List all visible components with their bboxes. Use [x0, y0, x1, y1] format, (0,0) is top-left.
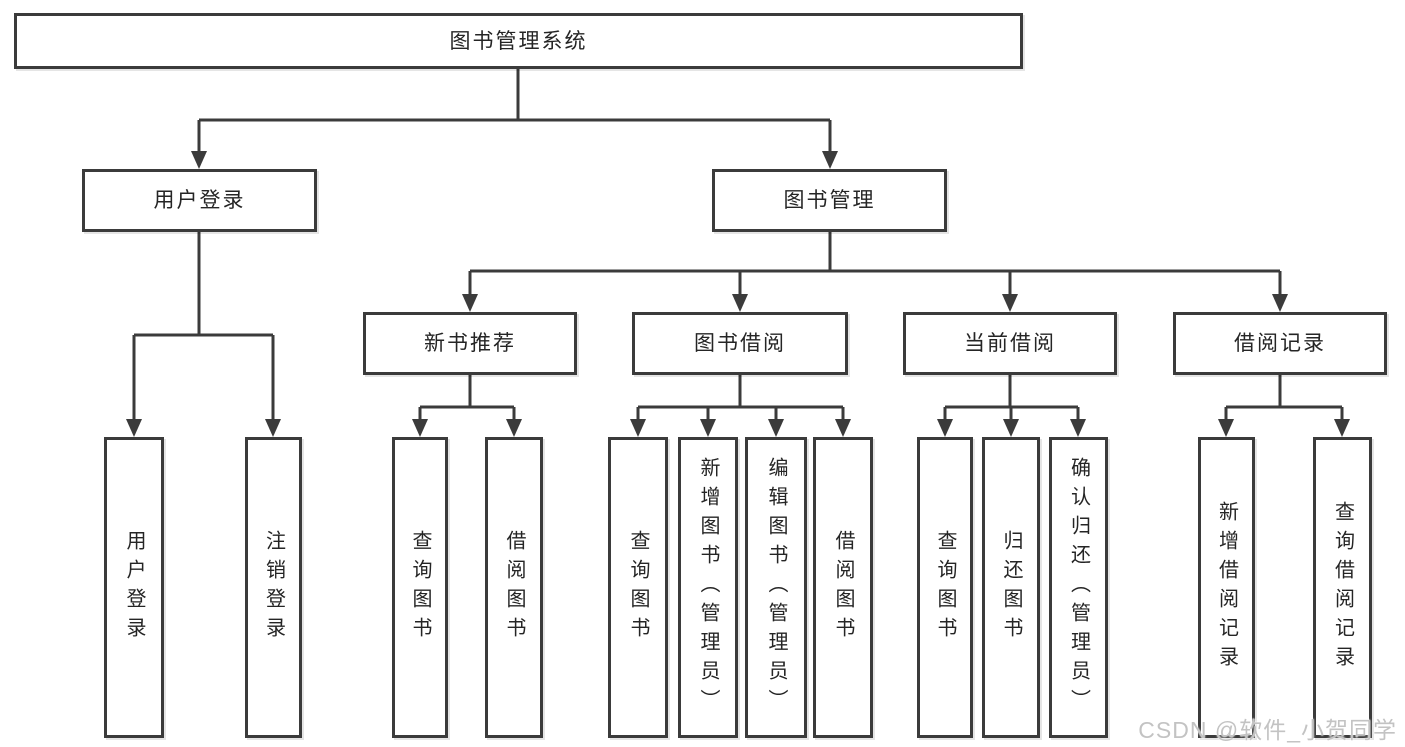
arrowhead: [191, 151, 207, 169]
node-label: 编辑图书（管理员）: [765, 457, 787, 718]
node-label: 用户登录: [153, 189, 246, 212]
arrowheads: [126, 151, 1350, 437]
connector-root-to-level2: [197, 68, 832, 152]
connector-manage-to-level3: [468, 231, 1282, 295]
arrowhead: [462, 294, 478, 312]
leaf-edit-books-admin: 编辑图书（管理员）: [745, 437, 807, 738]
csdn-watermark: CSDN @软件_小贺同学: [1138, 717, 1397, 743]
connector-borrow-group: [636, 374, 845, 420]
leaf-logout: 注销登录: [245, 437, 302, 738]
arrowhead: [1002, 294, 1018, 312]
node-library-management-system: 图书管理系统: [14, 13, 1023, 69]
node-label: 图书借阅: [694, 332, 786, 355]
arrowhead: [506, 419, 522, 437]
leaf-query-books-recommend: 查询图书: [392, 437, 448, 738]
node-label: 查询图书: [409, 529, 431, 646]
node-label: 借阅图书: [503, 529, 525, 646]
arrowhead: [822, 151, 838, 169]
node-label: 借阅记录: [1234, 332, 1326, 355]
arrowhead: [126, 419, 142, 437]
leaf-add-borrow-record: 新增借阅记录: [1198, 437, 1255, 738]
arrowhead: [700, 419, 716, 437]
node-current-borrowing: 当前借阅: [903, 312, 1117, 375]
node-label: 确认归还（管理员）: [1067, 457, 1090, 718]
connector-login-group: [132, 231, 275, 420]
arrowhead: [1272, 294, 1288, 312]
node-label: 借阅图书: [832, 529, 854, 646]
leaf-query-books-borrow: 查询图书: [608, 437, 668, 738]
arrowhead: [265, 419, 281, 437]
node-label: 当前借阅: [964, 332, 1056, 355]
arrowhead: [412, 419, 428, 437]
leaf-add-books-admin: 新增图书（管理员）: [678, 437, 738, 738]
node-label: 归还图书: [1000, 529, 1022, 646]
node-borrowing-records: 借阅记录: [1173, 312, 1387, 375]
arrowhead: [1218, 419, 1234, 437]
leaf-user-login: 用户登录: [104, 437, 164, 738]
arrowhead: [1003, 419, 1019, 437]
arrowhead: [1070, 419, 1086, 437]
leaf-borrow-books: 借阅图书: [813, 437, 873, 738]
node-label: 注销登录: [262, 529, 285, 646]
arrowhead: [768, 419, 784, 437]
node-label: 新书推荐: [424, 332, 516, 355]
connector-recommend-group: [418, 374, 516, 420]
node-label: 图书管理: [783, 189, 876, 212]
arrowhead: [937, 419, 953, 437]
node-label: 用户登录: [123, 529, 145, 646]
arrowhead: [630, 419, 646, 437]
arrowhead: [1334, 419, 1350, 437]
leaf-query-borrow-record: 查询借阅记录: [1313, 437, 1372, 738]
node-label: 图书管理系统: [449, 29, 588, 53]
node-label: 查询图书: [934, 529, 956, 646]
arrowhead: [732, 294, 748, 312]
node-label: 查询图书: [627, 529, 649, 646]
node-new-book-recommend: 新书推荐: [363, 312, 577, 375]
leaf-query-books-current: 查询图书: [917, 437, 973, 738]
node-book-borrowing: 图书借阅: [632, 312, 848, 375]
node-user-login: 用户登录: [82, 169, 317, 232]
arrowhead: [835, 419, 851, 437]
leaf-return-books: 归还图书: [982, 437, 1040, 738]
connector-current-group: [943, 374, 1080, 420]
leaf-confirm-return-admin: 确认归还（管理员）: [1049, 437, 1108, 738]
leaf-borrow-books-recommend: 借阅图书: [485, 437, 543, 738]
node-label: 查询借阅记录: [1331, 500, 1354, 675]
node-label: 新增图书（管理员）: [697, 457, 719, 718]
node-label: 新增借阅记录: [1215, 500, 1238, 675]
connector-record-group: [1224, 374, 1344, 420]
node-book-management: 图书管理: [712, 169, 947, 232]
